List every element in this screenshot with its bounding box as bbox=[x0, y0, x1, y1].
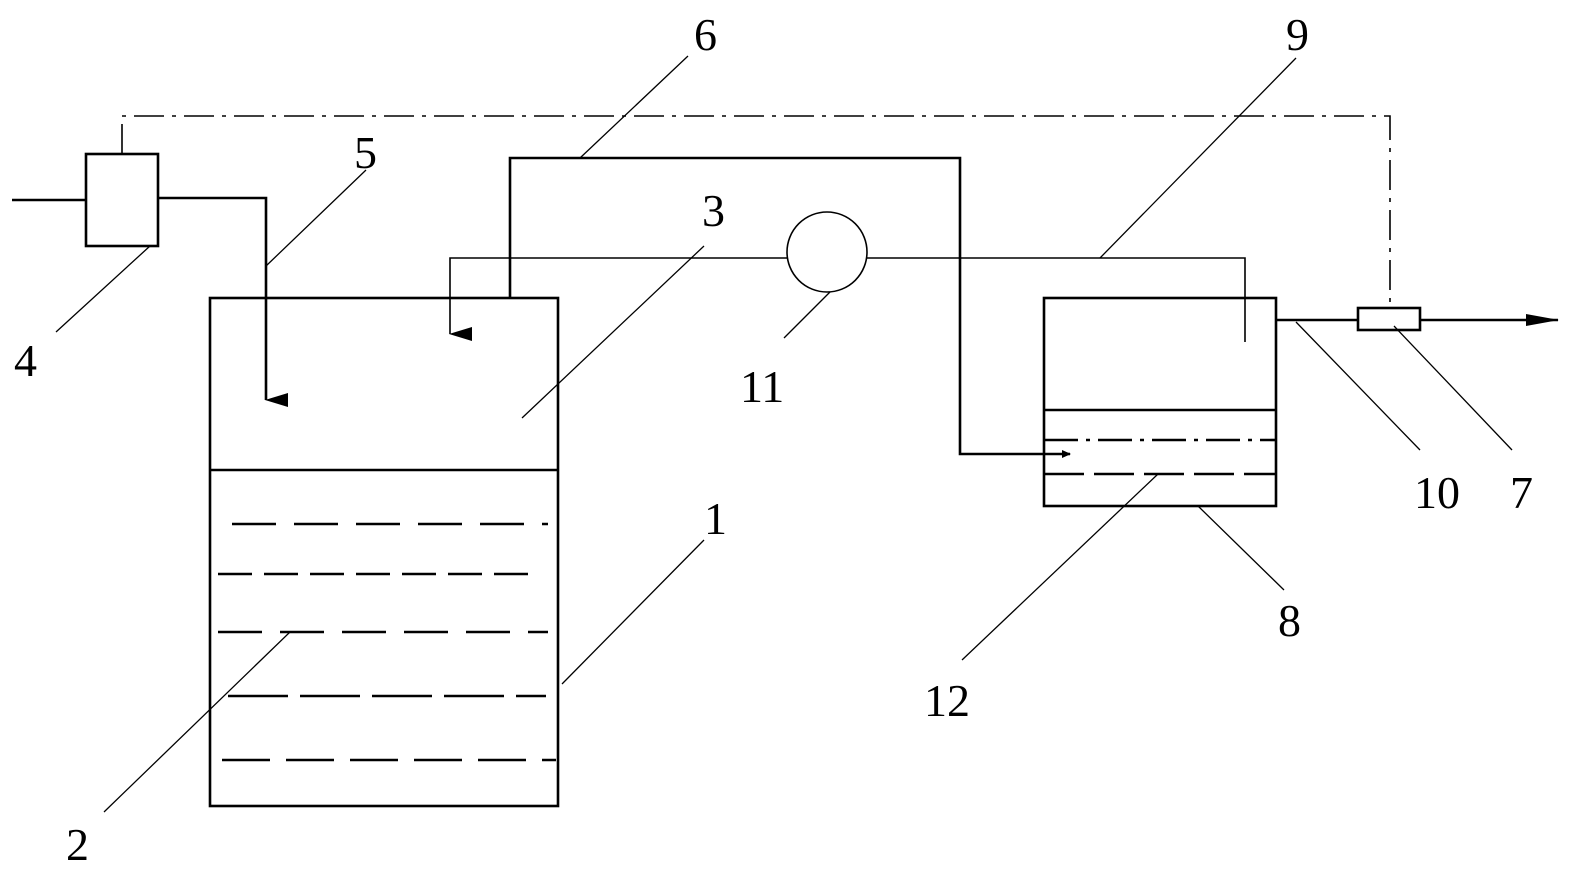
label-4: 4 bbox=[14, 335, 37, 386]
pipe-5 bbox=[158, 196, 288, 407]
leader-lines bbox=[55, 55, 1513, 813]
pipe-9-return bbox=[449, 257, 788, 341]
label-11: 11 bbox=[740, 361, 784, 412]
label-3: 3 bbox=[702, 185, 725, 236]
label-6: 6 bbox=[694, 9, 717, 60]
component-4-box bbox=[84, 152, 160, 248]
tank-1 bbox=[208, 296, 560, 808]
control-signal-line bbox=[121, 115, 1391, 306]
liquid-2-layers bbox=[218, 522, 556, 762]
pipe-9 bbox=[866, 257, 1246, 342]
label-12: 12 bbox=[924, 675, 970, 726]
pipe-6 bbox=[508, 156, 1071, 458]
label-7: 7 bbox=[1510, 467, 1533, 518]
label-8: 8 bbox=[1278, 595, 1301, 646]
label-1: 1 bbox=[704, 493, 727, 544]
component-7-box bbox=[1356, 306, 1422, 332]
vessel-8 bbox=[1042, 296, 1278, 508]
label-2: 2 bbox=[66, 819, 89, 870]
label-5: 5 bbox=[354, 127, 377, 178]
label-10: 10 bbox=[1414, 467, 1460, 518]
label-9: 9 bbox=[1286, 9, 1309, 60]
pump-11 bbox=[786, 211, 868, 293]
